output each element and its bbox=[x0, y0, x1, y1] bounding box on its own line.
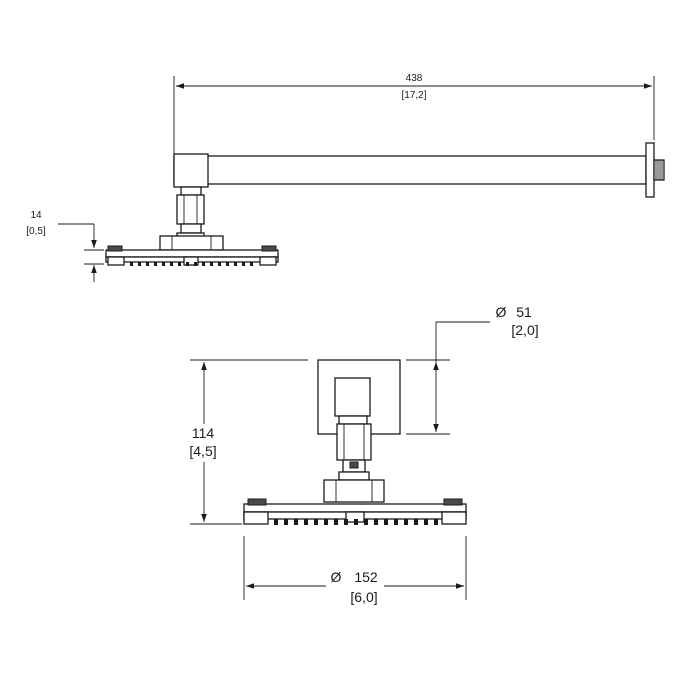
nozzle bbox=[170, 262, 173, 266]
nozzle bbox=[334, 519, 338, 525]
side-view: 438 [17,2] 14 [0,5] bbox=[26, 73, 665, 282]
nozzle bbox=[294, 519, 298, 525]
head-diameter-symbol: Ø bbox=[331, 569, 342, 585]
nozzle bbox=[130, 262, 133, 266]
head-center-cap bbox=[183, 256, 199, 266]
nozzle bbox=[138, 262, 141, 266]
side-nozzles bbox=[130, 262, 253, 266]
threaded-connector bbox=[653, 159, 665, 181]
head-diameter-mm: 152 bbox=[354, 569, 378, 585]
nozzle bbox=[186, 262, 189, 266]
head-diameter-inch: [6,0] bbox=[350, 589, 377, 605]
nozzle bbox=[304, 519, 308, 525]
nozzle bbox=[234, 262, 237, 266]
front-end-left bbox=[243, 511, 269, 525]
front-head-top-plate bbox=[243, 503, 467, 513]
front-end-right bbox=[441, 511, 467, 525]
front-view: 114 [4,5] Ø 51 [2,0] Ø 152 [6,0] bbox=[182, 304, 539, 606]
nozzle bbox=[226, 262, 229, 266]
nozzle bbox=[314, 519, 318, 525]
nozzle bbox=[354, 519, 358, 525]
nozzle bbox=[250, 262, 253, 266]
nozzle bbox=[154, 262, 157, 266]
head-end-left bbox=[107, 256, 125, 266]
drop-pipe-nut bbox=[176, 194, 205, 225]
shower-arm bbox=[173, 155, 647, 185]
arm-end-neck bbox=[338, 415, 368, 425]
diameter-label-bg bbox=[326, 566, 384, 606]
ball-joint bbox=[180, 223, 202, 234]
nozzle bbox=[404, 519, 408, 525]
head-end-right bbox=[259, 256, 277, 266]
nozzle bbox=[384, 519, 388, 525]
arm-end-square bbox=[334, 377, 371, 417]
flange-diameter-mm: 51 bbox=[516, 304, 532, 320]
nozzle bbox=[178, 262, 181, 266]
nozzle bbox=[434, 519, 438, 525]
nozzle bbox=[274, 519, 278, 525]
head-mount bbox=[159, 235, 224, 251]
nozzle bbox=[424, 519, 428, 525]
nozzle bbox=[194, 262, 197, 266]
total-height-inch: [4,5] bbox=[189, 443, 216, 459]
front-clip-left bbox=[247, 498, 267, 506]
head-thickness-inch: [0,5] bbox=[26, 226, 46, 237]
nozzle bbox=[344, 519, 348, 525]
nozzle bbox=[162, 262, 165, 266]
nozzle bbox=[324, 519, 328, 525]
arm-length-mm: 438 bbox=[406, 73, 423, 84]
shower-head-top-plate bbox=[105, 249, 279, 258]
nozzle bbox=[210, 262, 213, 266]
nozzle bbox=[414, 519, 418, 525]
arm-elbow-joint bbox=[173, 153, 209, 188]
wall-flange bbox=[645, 142, 655, 198]
front-drop-pipe bbox=[336, 423, 372, 461]
nozzle bbox=[284, 519, 288, 525]
head-clip-right bbox=[261, 245, 277, 252]
nozzle bbox=[202, 262, 205, 266]
front-joint-collar bbox=[338, 471, 370, 481]
front-head-mount bbox=[323, 479, 385, 503]
front-clip-right bbox=[443, 498, 463, 506]
height-label-bg bbox=[182, 424, 226, 462]
head-thickness-mm: 14 bbox=[30, 210, 42, 221]
front-joint-hole bbox=[349, 461, 359, 469]
front-nozzles bbox=[274, 519, 438, 525]
flange-diameter-symbol: Ø bbox=[496, 304, 507, 320]
nozzle bbox=[364, 519, 368, 525]
total-height-mm: 114 bbox=[192, 425, 215, 441]
nozzle bbox=[374, 519, 378, 525]
drop-pipe-neck bbox=[180, 186, 202, 196]
head-clip-left bbox=[107, 245, 123, 252]
nozzle bbox=[146, 262, 149, 266]
arm-length-inch: [17,2] bbox=[401, 90, 426, 101]
nozzle bbox=[242, 262, 245, 266]
nozzle bbox=[218, 262, 221, 266]
flange-diameter-inch: [2,0] bbox=[511, 322, 538, 338]
nozzle bbox=[394, 519, 398, 525]
